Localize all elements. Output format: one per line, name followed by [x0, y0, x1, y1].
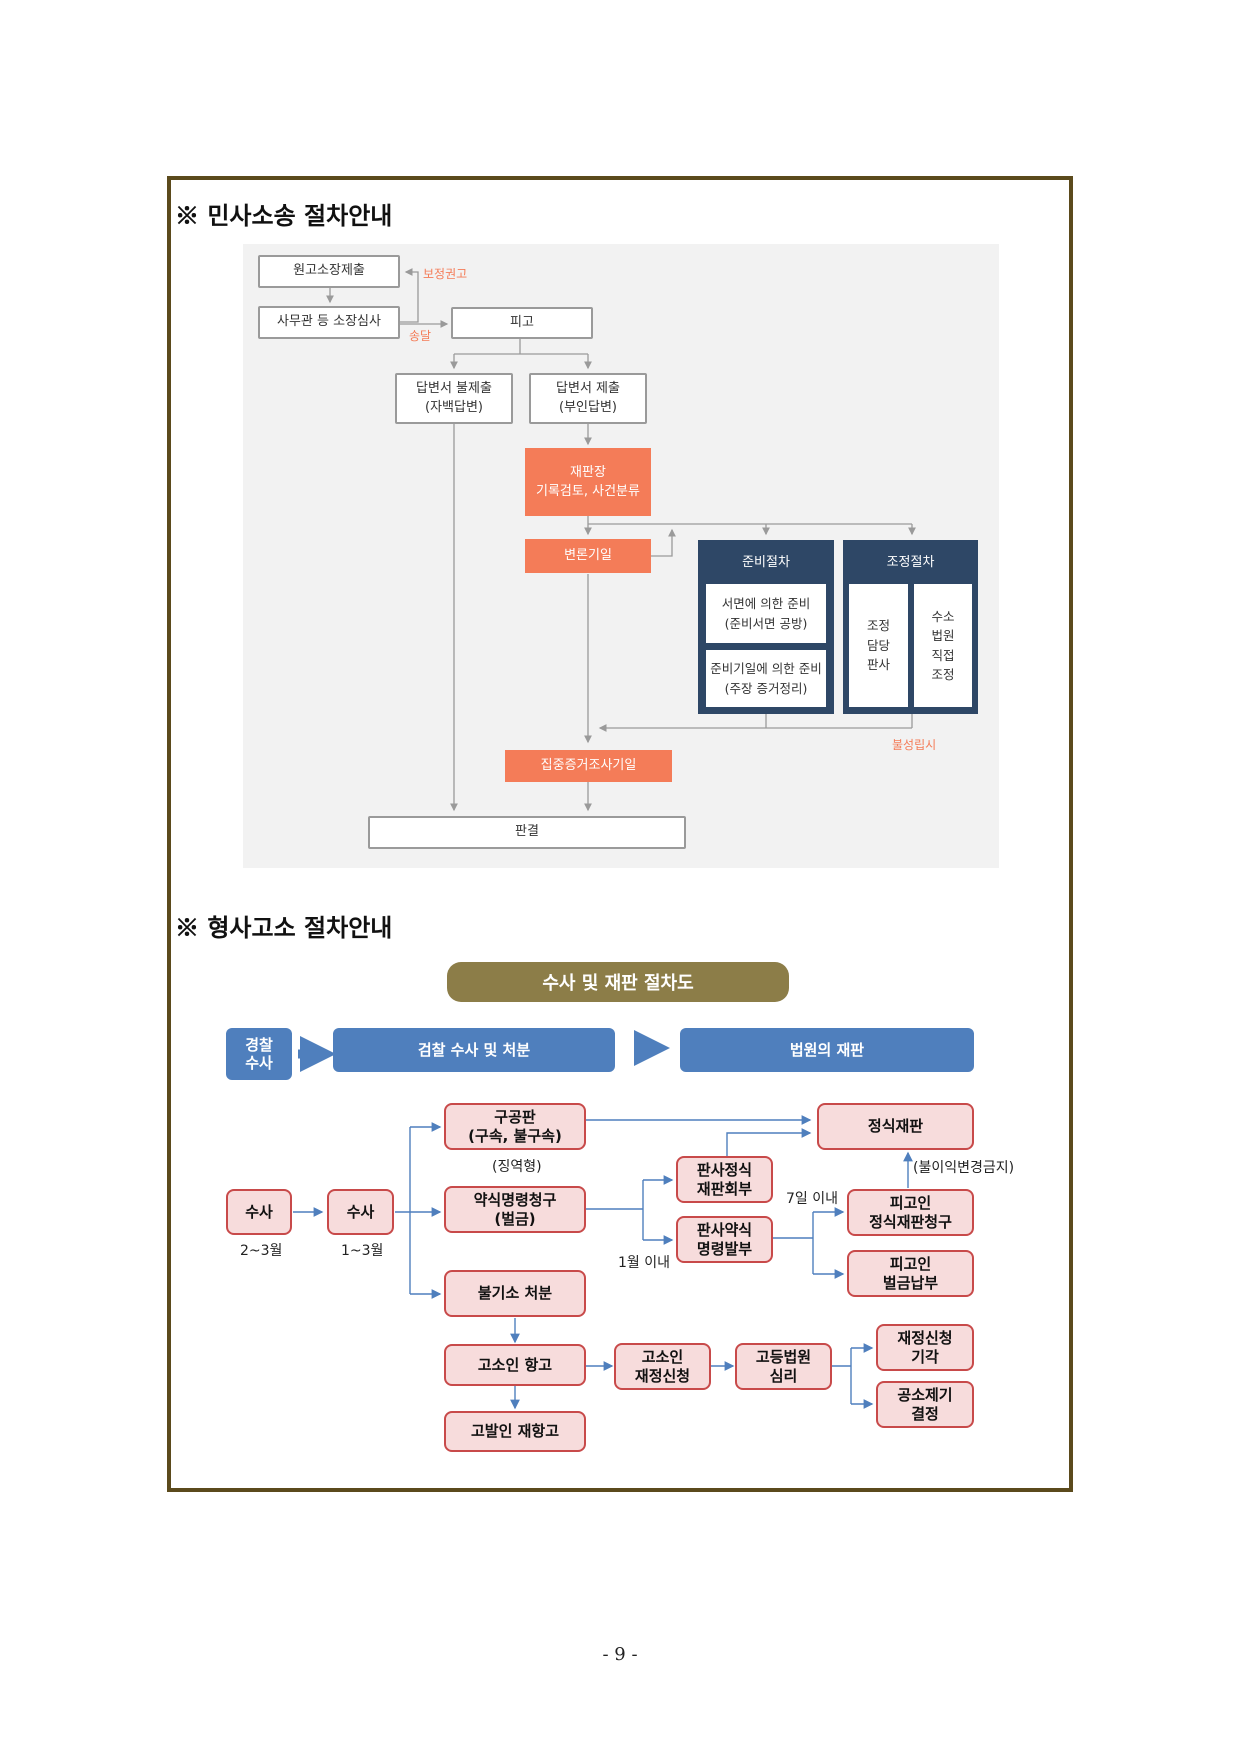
stage-police: 경찰 수사 [226, 1028, 292, 1080]
criminal-heading: ※ 형사고소 절차안내 [175, 913, 393, 942]
mediation-panel: 조정절차 조정 담당 판사 수소 법원 직접 조정 [843, 540, 978, 714]
accuser-reappeal-box: 고발인 재항고 [444, 1411, 586, 1452]
civil-heading: ※ 민사소송 절차안내 [175, 201, 393, 230]
page-number: - 9 - [602, 1644, 638, 1665]
within-7-days-label: 7일 이내 [786, 1191, 838, 1207]
verdict-box: 판결 [368, 816, 686, 849]
fail-label: 불성립시 [892, 738, 937, 752]
indictment-box: 구공판 (구속, 불구속) [444, 1103, 586, 1150]
prep-procedure-panel: 준비절차 서면에 의한 준비 (준비서면 공방) 준비기일에 의한 준비 (주장… [698, 540, 834, 714]
mediation-court-box: 수소 법원 직접 조정 [914, 584, 972, 707]
summary-request-box: 약식명령청구 (벌금) [444, 1186, 586, 1233]
stage-prosecution: 검찰 수사 및 처분 [333, 1028, 615, 1072]
answer-box: 답변서 제출 (부인답변) [529, 373, 647, 424]
complaint-box: 원고소장제출 [258, 255, 400, 288]
complainant-appeal-box: 고소인 항고 [444, 1344, 586, 1386]
within-1-month-label: 1월 이내 [618, 1255, 670, 1271]
complainant-ruling-request-box: 고소인 재정신청 [614, 1343, 711, 1390]
prep-procedure-title: 준비절차 [742, 554, 790, 570]
investigation-police-box: 수사 [226, 1189, 292, 1235]
mediation-title: 조정절차 [886, 554, 935, 570]
judge-summary-order-box: 판사약식 명령발부 [676, 1216, 773, 1263]
mediation-judge-box: 조정 담당 판사 [849, 584, 908, 707]
no-worse-change-label: (불이익변경금지) [913, 1160, 1015, 1176]
no-answer-box: 답변서 불제출 (자백답변) [395, 373, 513, 424]
content-frame [167, 176, 1073, 1492]
period-police-label: 2~3월 [240, 1243, 283, 1259]
period-prosecution-label: 1~3월 [341, 1243, 384, 1259]
serve-label: 송달 [409, 329, 432, 343]
review-box: 사무관 등 소장심사 [258, 306, 400, 339]
non-indictment-box: 불기소 처분 [444, 1270, 586, 1317]
prep-written-box: 서면에 의한 준비 (준비서면 공방) [706, 584, 826, 643]
high-court-review-box: 고등법원 심리 [735, 1343, 832, 1390]
defendant-box: 피고 [451, 307, 593, 339]
investigation-prosecution-box: 수사 [327, 1189, 394, 1235]
formal-trial-box: 정식재판 [817, 1103, 974, 1150]
indictment-decision-box: 공소제기 결정 [876, 1381, 974, 1428]
evidence-box: 집중증거조사기일 [505, 750, 672, 782]
ruling-dismissed-box: 재정신청 기각 [876, 1324, 974, 1371]
stage-court: 법원의 재판 [680, 1028, 974, 1072]
defendant-fine-payment-box: 피고인 벌금납부 [847, 1250, 974, 1297]
pleading-box: 변론기일 [525, 539, 651, 573]
judge-formal-referral-box: 판사정식 재판회부 [676, 1156, 773, 1203]
prison-label: (징역형) [492, 1159, 542, 1175]
amend-label: 보정권고 [423, 267, 468, 281]
prep-date-box: 준비기일에 의한 준비 (주장 증거정리) [706, 650, 826, 707]
criminal-diagram-title: 수사 및 재판 절차도 [447, 962, 789, 1002]
judge-review-box: 재판장 기록검토, 사건분류 [525, 448, 651, 516]
defendant-formal-request-box: 피고인 정식재판청구 [847, 1189, 974, 1236]
